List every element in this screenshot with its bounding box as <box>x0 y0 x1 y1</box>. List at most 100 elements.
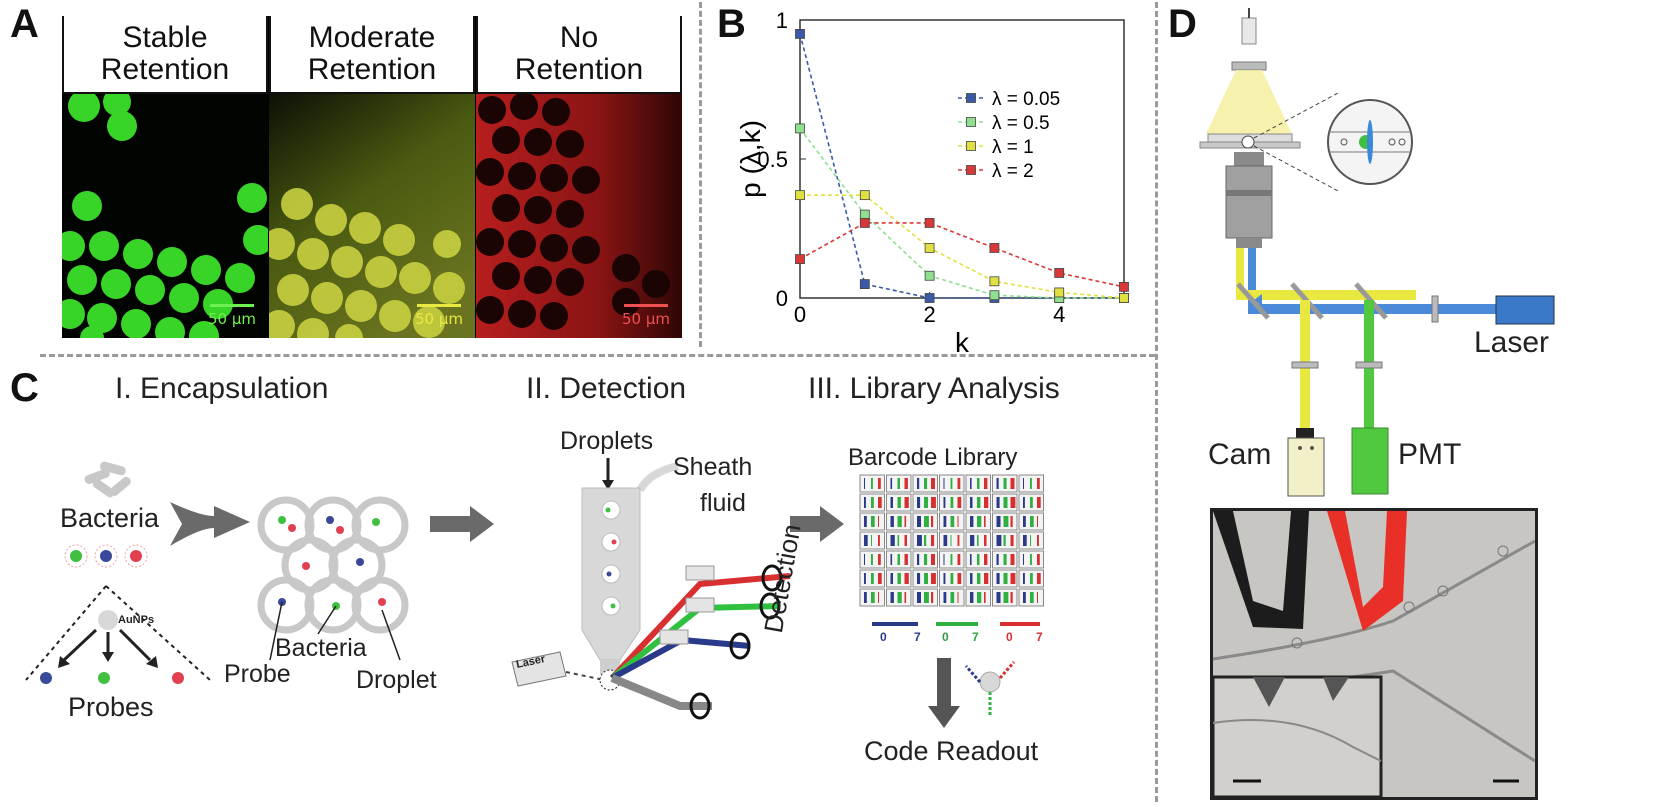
barcode-bar <box>871 497 874 508</box>
laser-icon <box>1495 295 1555 325</box>
separator-vertical-cd <box>1155 2 1158 802</box>
lamp-icon <box>1241 17 1257 45</box>
barcode-bar <box>931 497 936 508</box>
legend-label: λ = 0.5 <box>992 113 1050 134</box>
barcode-bar <box>924 535 927 546</box>
barcode-bar <box>1010 516 1013 527</box>
barcode-bar <box>924 478 928 489</box>
x-axis-label: k <box>955 327 970 356</box>
barcode-bar <box>890 592 894 603</box>
panel-c: I. Encapsulation II. Detection III. Libr… <box>0 360 1150 807</box>
barcode-bar <box>917 535 922 546</box>
barcode-bar <box>970 535 975 546</box>
panel-d-optics <box>1199 8 1555 497</box>
panel-label-d: D <box>1168 2 1197 46</box>
barcode-bar <box>957 497 962 508</box>
barcode-bar <box>904 497 909 508</box>
label-laser: Laser <box>1474 326 1550 359</box>
barcode-bar <box>924 497 928 508</box>
panel-c-illustration <box>25 458 1044 728</box>
objective-lens <box>1225 152 1273 248</box>
barcode-bar <box>996 554 999 565</box>
barcode-bar <box>864 592 867 603</box>
barcode-bar <box>904 478 908 489</box>
series-line <box>799 127 1124 299</box>
label-cam: Cam <box>1208 438 1272 471</box>
barcode-bar <box>1023 478 1024 489</box>
step-encapsulation-title: I. Encapsulation <box>115 372 329 405</box>
barcode-bar <box>904 554 908 565</box>
barcode-bar <box>904 592 907 603</box>
barcode-bar <box>917 478 920 489</box>
barcode-bar <box>970 497 973 508</box>
barcode-bar <box>977 497 981 508</box>
barcode-bar <box>890 478 893 489</box>
barcode-bar <box>878 478 881 489</box>
legend-marker <box>966 141 976 151</box>
probe-blue-icon <box>40 672 52 684</box>
barcode-bar <box>924 592 929 603</box>
barcode-bar <box>977 554 980 565</box>
barcode-bar <box>970 516 974 527</box>
plot-frame <box>799 19 1125 299</box>
probe-icons <box>64 544 148 568</box>
barcode-bar <box>1010 592 1013 603</box>
detector-arms <box>609 564 791 720</box>
barcode-bar <box>1037 478 1040 489</box>
title-line: Retention <box>100 53 230 86</box>
barcode-molecule-icon <box>964 661 1016 716</box>
data-point <box>795 123 805 134</box>
data-point <box>1054 268 1065 278</box>
barcode-bar <box>984 573 989 584</box>
barcode-bar <box>984 554 988 565</box>
barcode-bar <box>957 516 959 527</box>
barcode-bar <box>943 497 946 508</box>
data-point <box>1054 287 1065 298</box>
data-point <box>795 28 805 39</box>
barcode-bar <box>878 554 881 565</box>
barcode-bar <box>931 554 935 565</box>
barcode-bar <box>950 554 953 565</box>
barcode-bar <box>977 592 982 603</box>
barcode-bar <box>943 535 948 546</box>
step-library-title: III. Library Analysis <box>808 372 1060 405</box>
barcode-bar <box>904 535 907 546</box>
barcode-bar <box>864 497 866 508</box>
barcode-bar <box>897 592 902 603</box>
barcode-bar <box>943 554 945 565</box>
barcode-bar <box>996 573 1000 584</box>
barcode-bar <box>864 535 868 546</box>
axis-red-min: 0 <box>1006 630 1013 644</box>
data-point <box>859 218 870 228</box>
droplet-cluster <box>257 496 409 634</box>
barcode-bar <box>996 478 999 489</box>
barcode-bar <box>897 573 901 584</box>
barcode-bar <box>890 497 893 508</box>
barcode-bar <box>1003 573 1008 584</box>
barcode-bar <box>1030 573 1033 584</box>
barcode-bar <box>984 516 986 527</box>
barcode-bar <box>890 573 893 584</box>
scale-bar-label: 50 μm <box>414 310 463 328</box>
laser-source <box>511 651 605 687</box>
camera-icon <box>1287 428 1325 497</box>
barcode-bar <box>970 478 972 489</box>
barcode-bar <box>864 478 865 489</box>
droplet-image: 50 μm <box>62 94 268 338</box>
bacteria-icon <box>84 461 131 498</box>
barcode-bar <box>950 478 953 489</box>
probe-triangle <box>25 585 211 681</box>
barcode-bar <box>917 554 920 565</box>
barcode-bar <box>924 573 928 584</box>
barcode-bar <box>904 573 909 584</box>
droplet-field <box>269 94 475 338</box>
barcode-bar <box>1023 535 1027 546</box>
barcode-bar <box>950 516 955 527</box>
barcode-bar <box>1037 554 1040 565</box>
barcode-bar <box>1003 497 1008 508</box>
